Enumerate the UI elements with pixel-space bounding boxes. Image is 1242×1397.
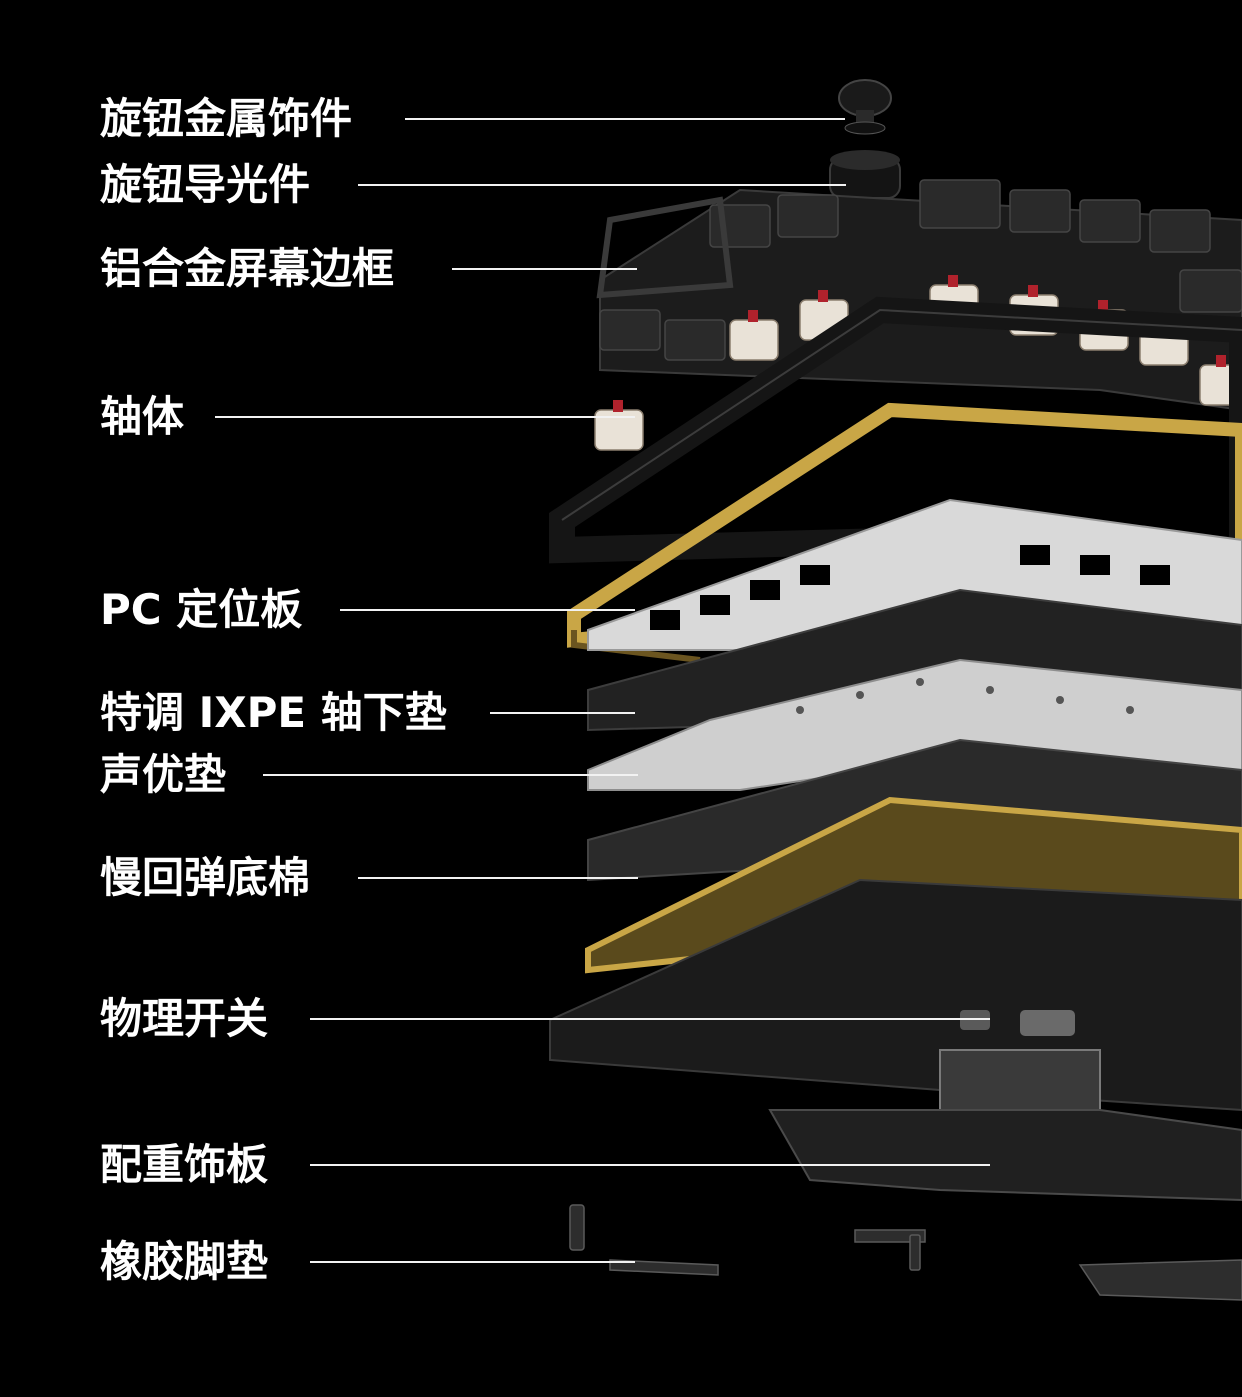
callout-physical-switch: 物理开关 xyxy=(100,994,269,1043)
leader-line-aluminum-screen-bezel xyxy=(452,268,637,270)
callout-ixpe-switch-pad: 特调 IXPE 轴下垫 xyxy=(100,688,447,737)
leader-line-ixpe-switch-pad xyxy=(490,712,635,714)
knob-icon xyxy=(829,79,901,199)
callout-weight-trim-plate: 配重饰板 xyxy=(100,1140,269,1189)
leader-line-switches xyxy=(215,416,635,418)
callout-acoustic-pad: 声优垫 xyxy=(100,750,227,799)
callout-knob-light-guide: 旋钮导光件 xyxy=(100,160,311,209)
physical-switch-icon xyxy=(960,1010,1075,1036)
leader-line-rubber-feet xyxy=(310,1261,635,1263)
leader-line-pc-plate xyxy=(340,609,635,611)
exploded-keyboard-illustration xyxy=(549,79,1242,1301)
callout-knob-metal-trim: 旋钮金属饰件 xyxy=(100,94,353,143)
leader-line-acoustic-pad xyxy=(263,774,638,776)
rubber-feet-icon xyxy=(569,1204,1242,1301)
leader-line-slow-rebound-foam xyxy=(358,877,638,879)
callout-rubber-feet: 橡胶脚垫 xyxy=(100,1237,269,1286)
callout-aluminum-screen-bezel: 铝合金屏幕边框 xyxy=(100,244,395,293)
leader-line-physical-switch xyxy=(310,1018,990,1020)
callout-pc-plate: PC 定位板 xyxy=(100,585,303,634)
callout-slow-rebound-foam: 慢回弹底棉 xyxy=(100,853,311,902)
callout-switches: 轴体 xyxy=(100,392,185,441)
leader-line-knob-metal-trim xyxy=(405,118,845,120)
keycaps-layer xyxy=(599,179,1242,412)
leader-line-weight-trim-plate xyxy=(310,1164,990,1166)
leader-line-knob-light-guide xyxy=(358,184,846,186)
